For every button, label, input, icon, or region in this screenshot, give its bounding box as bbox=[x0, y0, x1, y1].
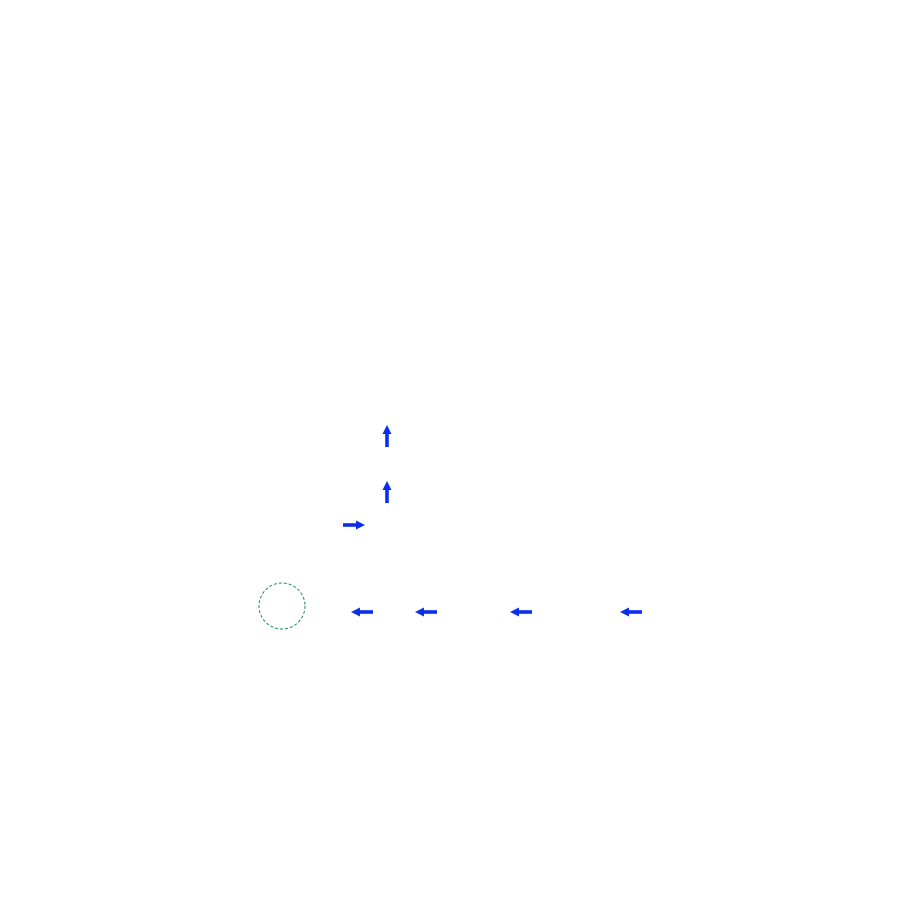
arrow-left-icon bbox=[415, 607, 437, 617]
arrow-right-icon bbox=[343, 520, 365, 530]
target-circle-icon bbox=[258, 582, 306, 630]
arrow-left-icon bbox=[510, 607, 532, 617]
arrow-up-icon bbox=[382, 481, 392, 503]
arrow-up-icon bbox=[382, 425, 392, 447]
arrow-left-icon bbox=[620, 607, 642, 617]
arrow-left-icon bbox=[351, 607, 373, 617]
